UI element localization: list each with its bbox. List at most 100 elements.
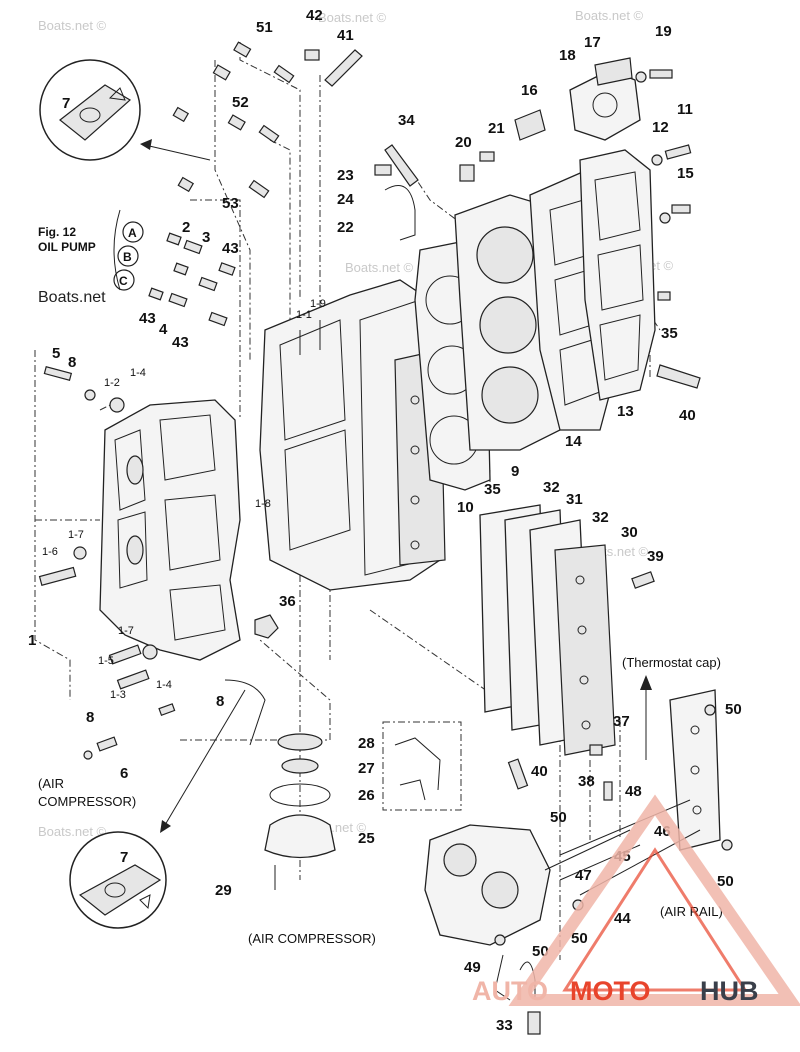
- part-label: 20: [455, 134, 472, 151]
- part-label: 53: [222, 195, 239, 212]
- part-label: 35: [484, 481, 501, 498]
- figure-title: Fig. 12: [38, 225, 76, 239]
- air-compressor-part: [424, 824, 641, 946]
- part-label: 10: [457, 499, 474, 516]
- part-label: 1-6: [42, 546, 58, 558]
- part-label: 32: [543, 479, 560, 496]
- part-label: 47: [575, 867, 592, 884]
- air-rail-caption: (AIR RAIL): [660, 904, 723, 919]
- part-label: 9: [511, 463, 519, 480]
- part-label: 36: [279, 593, 296, 610]
- part-label: 1-1: [296, 309, 312, 321]
- part-label: 21: [488, 120, 505, 137]
- callout-number: 7: [62, 95, 70, 112]
- watermark-text: Boats.net ©: [38, 824, 107, 839]
- detail-inset-box: [382, 721, 462, 811]
- part-label: 38: [578, 773, 595, 790]
- part-label: 29: [215, 882, 232, 899]
- oil-seal-housing-part: [264, 733, 336, 890]
- part-label: 4: [159, 321, 168, 338]
- crankcase-part: [99, 399, 241, 661]
- part-label: 40: [679, 407, 696, 424]
- part-label: 19: [655, 23, 672, 40]
- part-label: 14: [565, 433, 582, 450]
- air-compressor-caption: (AIR: [38, 776, 64, 791]
- part-label: 1-8: [255, 498, 271, 510]
- part-label: 8: [216, 693, 224, 710]
- part-label: 1-7: [68, 529, 84, 541]
- part-label: 44: [614, 910, 631, 927]
- part-label: 43: [139, 310, 156, 327]
- part-label: 1-7: [118, 625, 134, 637]
- watermark-text: Boats.net ©: [345, 260, 414, 275]
- air-rail-bracket-part: [669, 689, 721, 851]
- part-label: 5: [52, 345, 60, 362]
- source-mark: Boats.net: [38, 289, 106, 306]
- part-label: 24: [337, 191, 354, 208]
- part-label: 11: [677, 101, 693, 118]
- part-label: 52: [232, 94, 249, 111]
- oil-pump-marker-b: B: [123, 250, 132, 264]
- hardware-fittings: [38, 41, 733, 1035]
- figure-captions: Fig. 12 OIL PUMP Boats.net (Thermostat c…: [38, 225, 723, 946]
- part-label: 26: [358, 787, 375, 804]
- water-jacket-cover-part: [579, 149, 656, 401]
- watermark-text: Boats.net ©: [38, 18, 107, 33]
- part-label: 30: [621, 524, 638, 541]
- part-label: 42: [306, 7, 323, 24]
- part-label: 50: [725, 701, 742, 718]
- part-label: 25: [358, 830, 375, 847]
- part-label: 1-4: [130, 367, 146, 379]
- part-label: 33: [496, 1017, 513, 1034]
- logo-text: AUTO: [472, 976, 548, 1006]
- part-label: 50: [571, 930, 588, 947]
- part-label: 40: [531, 763, 548, 780]
- part-label: 16: [521, 82, 538, 99]
- watermark-text: Boats.net ©: [575, 8, 644, 23]
- part-label: 2: [182, 219, 190, 236]
- part-label: 39: [647, 548, 664, 565]
- part-label: 43: [172, 334, 189, 351]
- part-label: 1-4: [156, 679, 172, 691]
- air-compressor-caption: COMPRESSOR): [38, 794, 136, 809]
- callout-arrows: [140, 139, 246, 833]
- assembly-guide-lines: [34, 42, 661, 960]
- part-label: 1-9: [310, 298, 326, 310]
- callout-inset-top: 7: [39, 59, 141, 161]
- part-label: 34: [398, 112, 415, 129]
- figure-subtitle: OIL PUMP: [38, 240, 96, 254]
- automotohub-logo: AUTO MOTO HUB: [472, 794, 800, 1006]
- part-label: 51: [256, 19, 273, 36]
- part-label: 1-2: [104, 377, 120, 389]
- thermostat-cover-part: [569, 57, 641, 141]
- oil-pump-marker-a: A: [128, 226, 137, 240]
- part-label: 28: [358, 735, 375, 752]
- part-label: 13: [617, 403, 634, 420]
- exhaust-cover-gaskets-part: [479, 504, 616, 756]
- part-label: 6: [120, 765, 128, 782]
- part-label: 43: [222, 240, 239, 257]
- oil-pump-marker-c: C: [119, 274, 128, 288]
- watermark-text: Boats.net ©: [318, 10, 387, 25]
- callout-inset-bottom: 7: [69, 831, 167, 929]
- part-label: 8: [86, 709, 94, 726]
- oil-pump-markers: A B C: [113, 209, 144, 291]
- air-compressor-caption: (AIR COMPRESSOR): [248, 931, 376, 946]
- part-label: 18: [559, 47, 576, 64]
- thermostat-cap-caption: (Thermostat cap): [622, 655, 721, 670]
- part-label: 32: [592, 509, 609, 526]
- part-label: 17: [584, 34, 601, 51]
- part-label: 8: [68, 354, 76, 371]
- part-label: 1-3: [110, 689, 126, 701]
- part-label: 1: [28, 632, 36, 649]
- part-label: 50: [717, 873, 734, 890]
- part-label: 50: [550, 809, 567, 826]
- callout-number: 7: [120, 849, 128, 866]
- logo-text: MOTO: [570, 976, 651, 1006]
- part-label: 37: [613, 713, 630, 730]
- part-label: 49: [464, 959, 481, 976]
- part-label: 27: [358, 760, 375, 777]
- part-label: 35: [661, 325, 678, 342]
- part-label: 22: [337, 219, 354, 236]
